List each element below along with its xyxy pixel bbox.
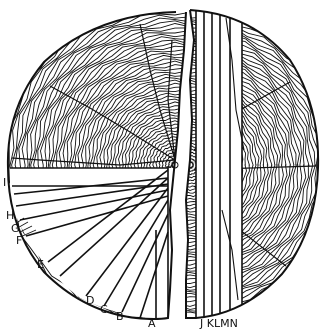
- label-a: A: [148, 317, 156, 330]
- label-e: E: [37, 258, 44, 271]
- label-d: D: [86, 294, 94, 307]
- label-b: B: [116, 310, 124, 323]
- label-c: C: [100, 303, 108, 316]
- label-h: H: [6, 209, 14, 222]
- label-jklmn: J KLMN: [199, 317, 238, 330]
- label-f: F: [16, 234, 22, 247]
- label-i: I: [3, 176, 6, 189]
